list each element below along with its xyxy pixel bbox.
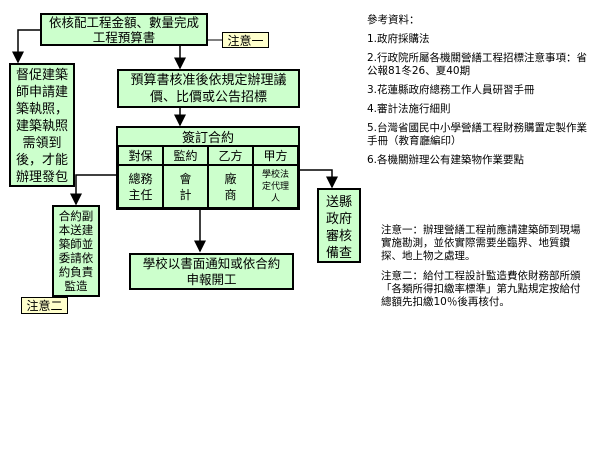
contract-col-header-1: 監約 bbox=[163, 146, 208, 165]
contract-col-header-text: 對保 bbox=[128, 149, 153, 163]
note2-tag: 注意二 bbox=[21, 297, 68, 314]
review-box: 預算書核准後依規定辦理議 價、比價或公告招標 bbox=[117, 69, 300, 108]
contract-col-body-3: 學校法 定代理 人 bbox=[253, 165, 298, 208]
review-line-1: 預算書核准後依規定辦理議 bbox=[130, 72, 287, 88]
contract-title: 簽訂合約 bbox=[118, 128, 298, 146]
contract-col-body-0: 總務 主任 bbox=[118, 165, 163, 208]
contract-col-body-line: 廠 bbox=[224, 171, 237, 186]
references-panel: 參考資料： 1.政府採購法 2.行政院所屬各機關營繕工程招標注意事項：省公報81… bbox=[367, 14, 597, 173]
reference-item: 3.花蓮縣政府總務工作人員研習手冊 bbox=[367, 84, 535, 96]
contract-col-body-line: 會 bbox=[179, 171, 192, 186]
contract-col-header-text: 甲方 bbox=[263, 149, 288, 163]
review-line-2: 價、比價或公告招標 bbox=[149, 89, 267, 105]
budget-box: 依核配工程金額、數量完成 工程預算書 bbox=[40, 13, 208, 46]
contract-copy-text: 合約副本送建築師並委請依約負責監造 bbox=[58, 209, 94, 293]
start-line-2: 申報開工 bbox=[186, 271, 237, 287]
license-box: 督促建築師申請建築執照，建築執照需領到後，才能辦理發包 bbox=[9, 63, 75, 187]
reference-item: 6.各機關辦理公有建築物作業要點 bbox=[367, 154, 525, 166]
reference-item: 5.台灣省國民中小學營繕工程財務購置定製作業手冊（教育廳編印） bbox=[367, 122, 588, 147]
remarks-panel: 注意一：辦理營繕工程前應請建築師到現場實施勘測，並依實際需要坐臨界、地質鑽探、地… bbox=[381, 224, 581, 316]
contract-col-header-text: 乙方 bbox=[218, 149, 243, 163]
contract-copy-box: 合約副本送建築師並委請依約負責監造 bbox=[52, 205, 100, 297]
note1-tag: 注意一 bbox=[222, 32, 269, 48]
contract-col-body-line: 總務 bbox=[128, 171, 153, 186]
arrow-contract-to-copy bbox=[70, 174, 116, 206]
contract-col-body-2: 廠 商 bbox=[208, 165, 253, 208]
contract-col-body-line: 定代理 bbox=[261, 181, 289, 192]
start-line-1: 學校以書面通知或依合約 bbox=[142, 255, 281, 271]
arrow-budget-to-license bbox=[12, 29, 40, 64]
contract-col-header-0: 對保 bbox=[118, 146, 163, 165]
remark-note2: 注意二：給付工程設計監造費依財務部所頒「各類所得扣繳率標準」第九點規定按給付總額… bbox=[381, 270, 581, 308]
note1-label: 注意一 bbox=[227, 33, 264, 48]
county-text: 送縣政府審核備查 bbox=[325, 195, 352, 261]
budget-line-2: 工程預算書 bbox=[92, 29, 156, 45]
note2-label: 注意二 bbox=[26, 299, 63, 313]
arrow-contract-to-county bbox=[300, 169, 338, 189]
contract-col-header-3: 甲方 bbox=[253, 146, 298, 165]
contract-col-body-line: 商 bbox=[224, 187, 237, 202]
reference-item: 2.行政院所屬各機關營繕工程招標注意事項：省公報81冬26、夏40期 bbox=[367, 52, 588, 77]
start-work-box: 學校以書面通知或依合約 申報開工 bbox=[129, 253, 294, 290]
remark-note1: 注意一：辦理營繕工程前應請建築師到現場實施勘測，並依實際需要坐臨界、地質鑽探、地… bbox=[381, 224, 581, 262]
contract-col-header-text: 監約 bbox=[173, 149, 198, 163]
contract-title-text: 簽訂合約 bbox=[181, 131, 234, 146]
license-text: 督促建築師申請建築執照，建築執照需領到後，才能辦理發包 bbox=[15, 68, 68, 185]
contract-col-body-line: 主任 bbox=[128, 187, 153, 202]
reference-item: 4.審計法施行細則 bbox=[367, 103, 451, 115]
contract-col-body-1: 會 計 bbox=[163, 165, 208, 208]
contract-col-body-line: 學校法 bbox=[261, 169, 289, 180]
contract-col-body-line: 計 bbox=[179, 187, 192, 202]
budget-line-1: 依核配工程金額、數量完成 bbox=[48, 14, 199, 30]
county-box: 送縣政府審核備查 bbox=[317, 188, 361, 263]
contract-col-body-line: 人 bbox=[270, 193, 280, 204]
contract-col-header-2: 乙方 bbox=[208, 146, 253, 165]
references-heading: 參考資料： bbox=[367, 14, 420, 26]
reference-item: 1.政府採購法 bbox=[367, 33, 430, 45]
